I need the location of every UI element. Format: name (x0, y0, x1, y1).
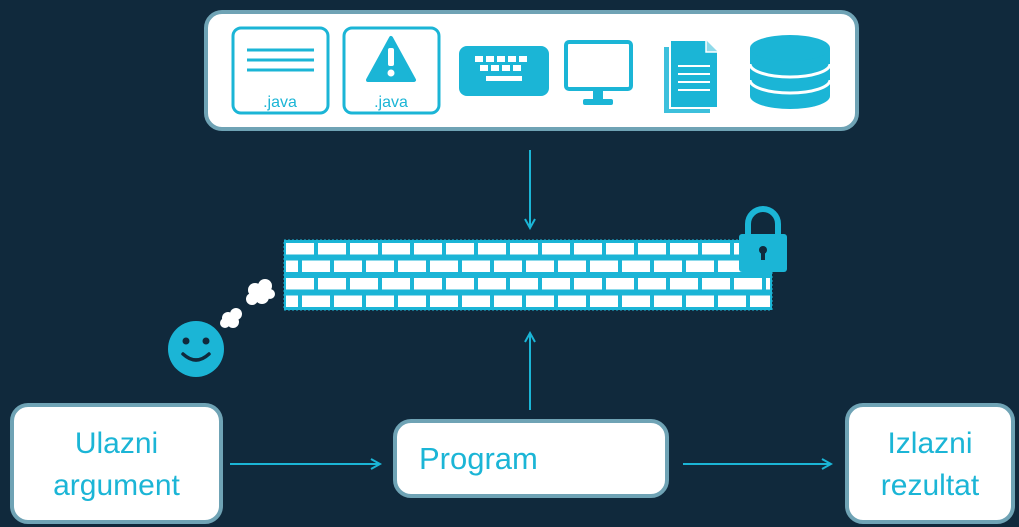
brick (462, 295, 490, 307)
lock-icon (739, 206, 787, 272)
brick (590, 260, 618, 272)
brick (430, 295, 458, 307)
output-result-label-line1: Izlazni (887, 427, 973, 460)
brick (446, 243, 474, 255)
brick (382, 243, 410, 255)
brick (654, 260, 682, 272)
brick (462, 260, 490, 272)
smiley-icon (168, 321, 224, 377)
brick (606, 278, 634, 290)
brick (670, 278, 698, 290)
brick (734, 278, 762, 290)
input-argument-box: Ulazni argument (10, 403, 223, 524)
brick (574, 278, 602, 290)
brick (558, 260, 586, 272)
brick (542, 278, 570, 290)
brick (510, 243, 538, 255)
brick (286, 295, 298, 307)
brick (622, 260, 650, 272)
brick (318, 278, 346, 290)
brick (414, 278, 442, 290)
program-label: Program (419, 441, 538, 476)
brick (302, 295, 330, 307)
program-box: Program (393, 419, 669, 498)
source-file-icon (231, 26, 330, 115)
brick (286, 243, 314, 255)
brick (702, 243, 730, 255)
output-result-box: Izlazni rezultat (845, 403, 1015, 524)
brick (638, 243, 666, 255)
brick (302, 260, 330, 272)
brick (542, 243, 570, 255)
brick (622, 295, 650, 307)
brick (318, 243, 346, 255)
database-icon (748, 35, 832, 109)
document-icon (664, 39, 719, 113)
brick (558, 295, 586, 307)
brick (446, 278, 474, 290)
brick (686, 260, 714, 272)
brick (654, 295, 682, 307)
brick (750, 295, 770, 307)
source-file-label: .java (263, 94, 297, 111)
brick (574, 243, 602, 255)
brick (526, 260, 554, 272)
brick (494, 295, 522, 307)
brick (606, 243, 634, 255)
warning-file-icon (342, 26, 441, 115)
output-result-label-line2: rezultat (880, 469, 980, 502)
thought-bubble-icon (220, 279, 275, 328)
brick (366, 260, 394, 272)
brick (686, 295, 714, 307)
brick (718, 295, 746, 307)
brick (398, 295, 426, 307)
brick (494, 260, 522, 272)
brick (414, 243, 442, 255)
warning-file-label: .java (374, 94, 408, 111)
monitor-icon (564, 40, 633, 105)
brick (334, 260, 362, 272)
brick (398, 260, 426, 272)
brick (766, 278, 770, 290)
brick (718, 260, 746, 272)
brick (590, 295, 618, 307)
brick (478, 278, 506, 290)
brick (478, 243, 506, 255)
brick (286, 278, 314, 290)
brick (510, 278, 538, 290)
input-argument-label-line1: Ulazni (74, 427, 159, 460)
brick (350, 278, 378, 290)
brick (670, 243, 698, 255)
brick (334, 295, 362, 307)
brick (430, 260, 458, 272)
brick (366, 295, 394, 307)
brick (638, 278, 666, 290)
brick (702, 278, 730, 290)
keyboard-icon (459, 46, 549, 96)
brick-wall (283, 239, 773, 311)
brick (526, 295, 554, 307)
brick (350, 243, 378, 255)
input-argument-label-line2: argument (53, 469, 180, 502)
brick (382, 278, 410, 290)
brick (286, 260, 298, 272)
